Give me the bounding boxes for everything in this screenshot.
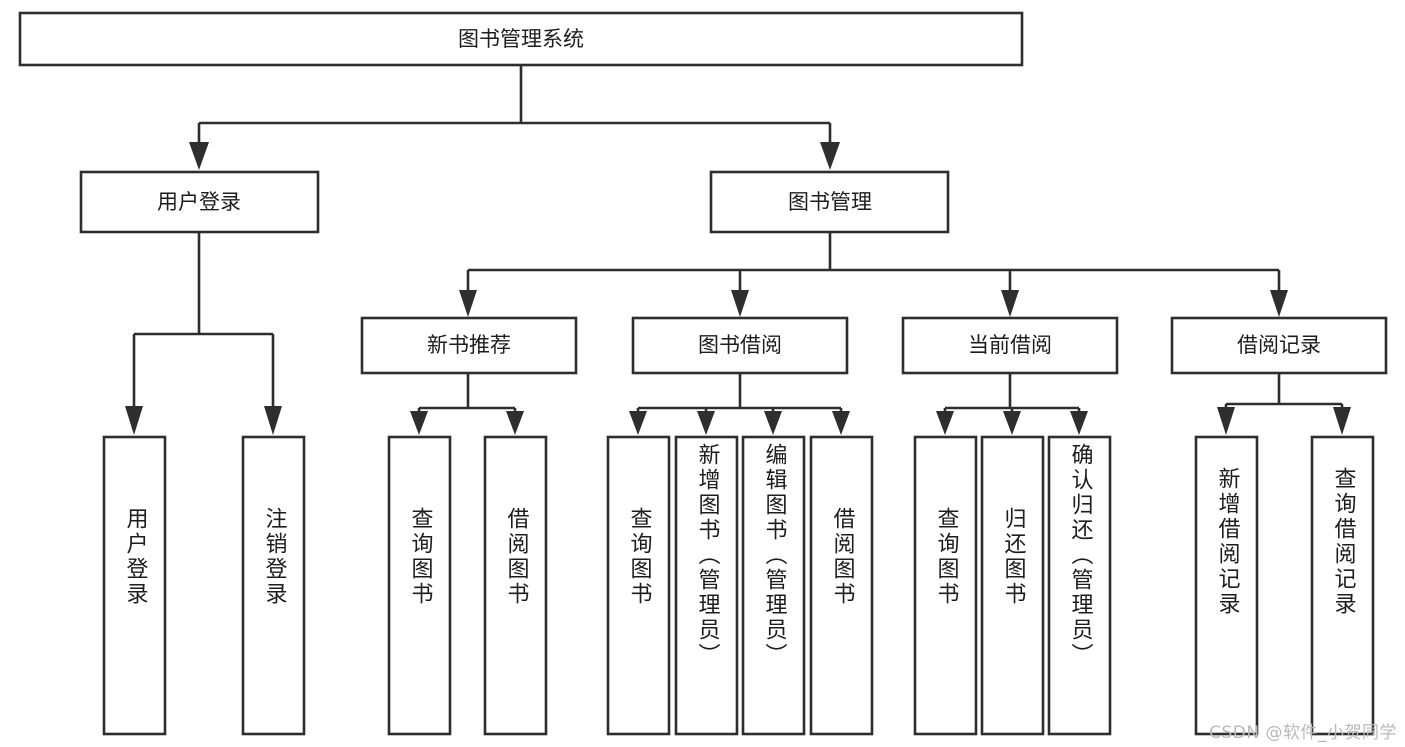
arrow-head-leaf-edit-book xyxy=(764,411,782,435)
node-new-book-recommend-box[interactable] xyxy=(360,316,578,375)
node-user-login[interactable]: 用户登录 xyxy=(79,170,320,234)
leaf-box-layer xyxy=(102,435,1375,736)
node-borrow-record[interactable]: 借阅记录 xyxy=(1170,316,1388,375)
node-book-borrow-box[interactable] xyxy=(631,316,849,375)
node-user-login-label: 用户登录 xyxy=(157,190,241,214)
node-book-borrow-label: 图书借阅 xyxy=(698,333,782,357)
node-borrow-record-label: 借阅记录 xyxy=(1237,333,1321,357)
node-leaf-borrow-book-1-box[interactable] xyxy=(483,435,548,736)
arrow-head-leaf-query-book-1 xyxy=(410,411,428,435)
node-user-login-box[interactable] xyxy=(79,170,320,234)
arrow-head-leaf-add-book xyxy=(697,411,715,435)
node-leaf-user-logout-box[interactable] xyxy=(241,435,306,736)
node-leaf-edit-book-box[interactable] xyxy=(741,435,806,736)
watermark-text: CSDN @软件_小贺同学 xyxy=(1209,723,1397,743)
node-leaf-confirm-return-box[interactable] xyxy=(1047,435,1112,736)
node-current-borrow-label: 当前借阅 xyxy=(968,333,1052,357)
arrow-head-new-book-recommend xyxy=(459,290,477,317)
node-leaf-query-record-box[interactable] xyxy=(1310,435,1375,736)
node-root-box[interactable] xyxy=(18,11,1024,67)
node-book-manage-label: 图书管理 xyxy=(788,190,872,214)
node-book-borrow[interactable]: 图书借阅 xyxy=(631,316,849,375)
node-leaf-add-record-box[interactable] xyxy=(1194,435,1259,736)
node-borrow-record-box[interactable] xyxy=(1170,316,1388,375)
arrow-head-current-borrow xyxy=(1001,290,1019,317)
node-book-manage-box[interactable] xyxy=(709,170,950,234)
node-root-label: 图书管理系统 xyxy=(458,27,584,51)
node-book-manage[interactable]: 图书管理 xyxy=(709,170,950,234)
node-current-borrow-box[interactable] xyxy=(901,316,1119,375)
node-new-book-recommend[interactable]: 新书推荐 xyxy=(360,316,578,375)
arrow-head-leaf-borrow-book-2 xyxy=(832,411,850,435)
arrow-head-book-borrow xyxy=(731,290,749,317)
arrow-head-leaf-user-logout xyxy=(264,406,282,435)
arrow-head-leaf-query-book-2 xyxy=(629,411,647,435)
node-root[interactable]: 图书管理系统 xyxy=(18,11,1024,67)
arrow-head-leaf-borrow-book-1 xyxy=(506,411,524,435)
node-leaf-borrow-book-2-box[interactable] xyxy=(809,435,874,736)
node-leaf-add-book-box[interactable] xyxy=(674,435,739,736)
node-leaf-query-book-2-box[interactable] xyxy=(606,435,671,736)
arrow-head-leaf-user-login xyxy=(125,406,143,435)
node-leaf-return-book-box[interactable] xyxy=(980,435,1045,736)
arrow-head-user-login xyxy=(189,142,209,170)
arrow-head-borrow-record xyxy=(1270,290,1288,317)
node-leaf-query-book-3-box[interactable] xyxy=(913,435,978,736)
connector-layer xyxy=(125,65,1351,435)
node-leaf-query-book-1-box[interactable] xyxy=(387,435,452,736)
arrow-head-leaf-return-book xyxy=(1003,411,1021,435)
arrow-head-leaf-confirm-return xyxy=(1070,411,1088,435)
arrow-head-leaf-query-record xyxy=(1333,407,1351,435)
node-new-book-recommend-label: 新书推荐 xyxy=(427,333,511,357)
arrow-head-book-manage xyxy=(820,142,840,170)
node-leaf-user-login-box[interactable] xyxy=(102,435,167,736)
arrow-head-leaf-add-record xyxy=(1217,407,1235,435)
arrow-head-leaf-query-book-3 xyxy=(936,411,954,435)
node-current-borrow[interactable]: 当前借阅 xyxy=(901,316,1119,375)
